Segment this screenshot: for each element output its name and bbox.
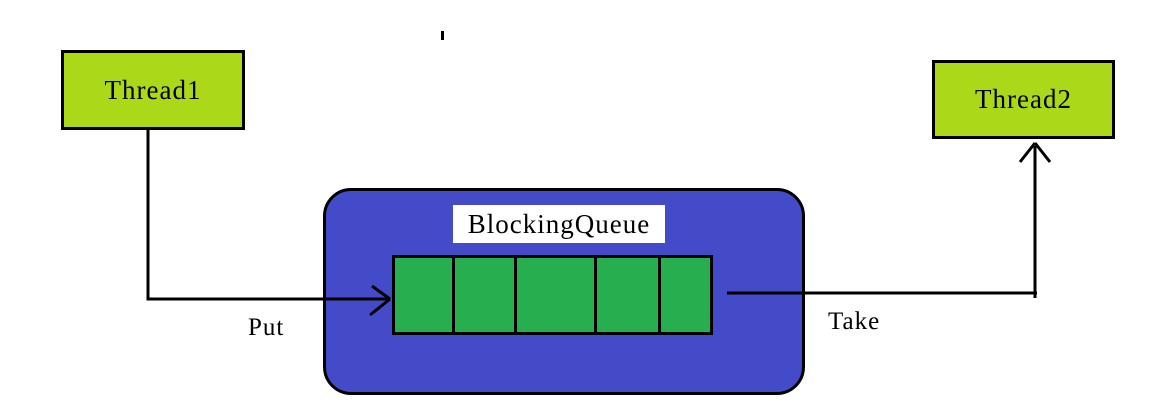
queue-cell [514,255,597,335]
blockingqueue-container: BlockingQueue [323,188,805,395]
queue-cell [594,255,661,335]
queue-cell [392,255,455,335]
thread1-node: Thread1 [61,50,245,130]
blockingqueue-title: BlockingQueue [453,205,665,243]
queue-cell [658,255,713,335]
thread1-label: Thread1 [104,74,202,105]
queue-cells [392,255,713,335]
blockingqueue-title-text: BlockingQueue [467,208,651,239]
put-edge-label: Put [248,314,285,341]
thread2-node: Thread2 [932,60,1115,139]
stray-tick-mark [441,31,444,40]
queue-cell [452,255,517,335]
thread2-label: Thread2 [975,84,1072,114]
take-edge-label: Take [828,308,881,335]
